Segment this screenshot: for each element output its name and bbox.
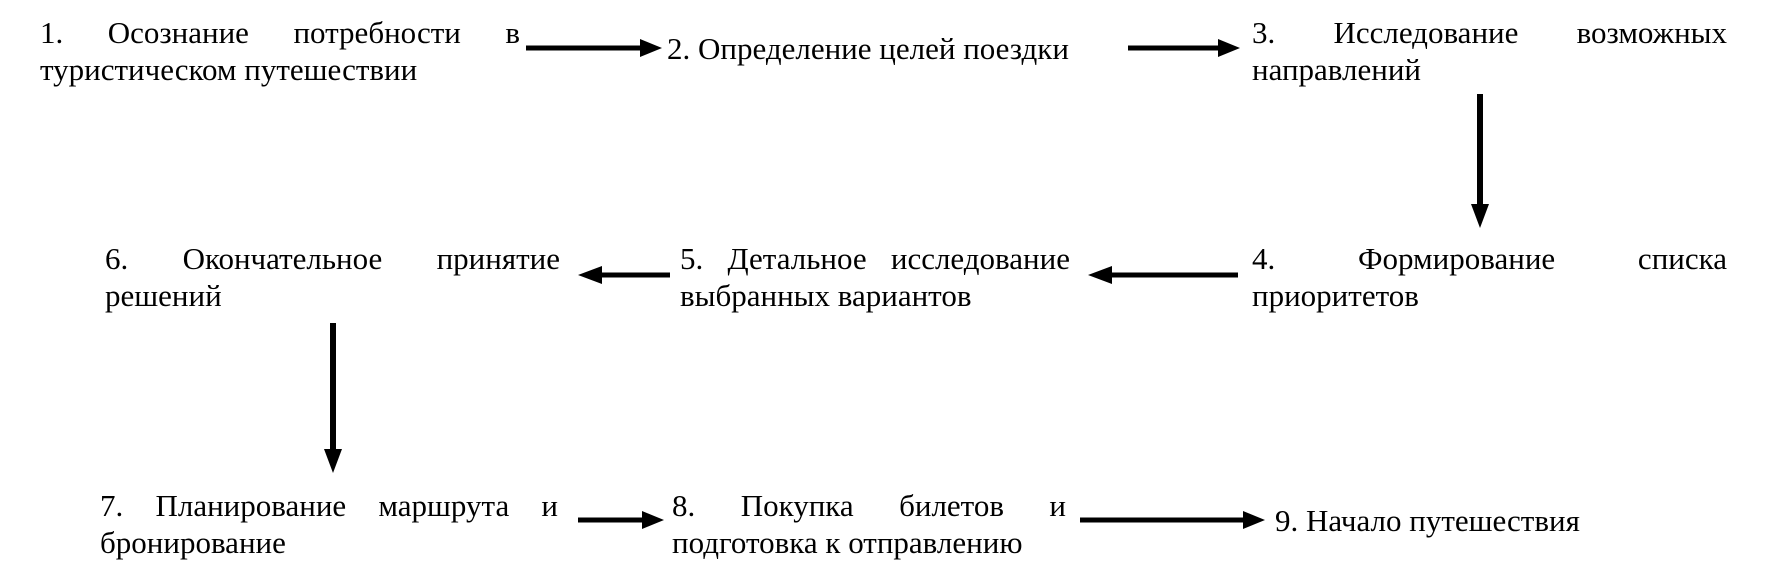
flow-step-5: 5. Детальное исследование выбранных вари… (680, 240, 1070, 314)
step-4-line-2: приоритетов (1252, 278, 1419, 313)
step-4-line-1: 4. Формирование списка (1252, 241, 1727, 276)
arrow-step8-to-step9-icon (1080, 511, 1265, 529)
arrow-step5-to-step6-icon (578, 266, 670, 284)
flow-step-6: 6. Окончательное принятие решений (105, 240, 560, 314)
step-2-line-1: 2. Определение целей поездки (667, 31, 1069, 66)
arrow-step7-to-step8-icon (578, 511, 664, 529)
arrow-step6-to-step7-icon (324, 323, 342, 473)
step-7-line-1: 7. Планирование маршрута и (100, 488, 558, 523)
step-5-line-2: выбранных вариантов (680, 278, 972, 313)
step-3-line-1: 3. Исследование возможных (1252, 15, 1727, 50)
flow-step-1: 1. Осознание потребности в туристическом… (40, 14, 520, 88)
flow-step-2: 2. Определение целей поездки (667, 30, 1069, 67)
step-7-line-2: бронирование (100, 525, 286, 560)
flow-step-9: 9. Начало путешествия (1275, 502, 1580, 539)
arrow-step4-to-step5-icon (1088, 266, 1238, 284)
step-8-line-2: подготовка к отправлению (672, 525, 1023, 560)
step-5-line-1: 5. Детальное исследование (680, 241, 1070, 276)
arrow-step2-to-step3-icon (1128, 39, 1240, 57)
arrow-step3-to-step4-icon (1471, 94, 1489, 228)
step-6-line-2: решений (105, 278, 222, 313)
flow-step-8: 8. Покупка билетов и подготовка к отправ… (672, 487, 1066, 561)
step-1-line-1: 1. Осознание потребности в (40, 15, 520, 50)
step-1-line-2: туристическом путешествии (40, 52, 418, 87)
flow-step-3: 3. Исследование возможных направлений (1252, 14, 1727, 88)
step-8-line-1: 8. Покупка билетов и (672, 488, 1066, 523)
step-9-line-1: 9. Начало путешествия (1275, 503, 1580, 538)
flow-step-7: 7. Планирование маршрута и бронирование (100, 487, 558, 561)
step-6-line-1: 6. Окончательное принятие (105, 241, 560, 276)
arrow-step1-to-step2-icon (526, 39, 662, 57)
flow-step-4: 4. Формирование списка приоритетов (1252, 240, 1727, 314)
step-3-line-2: направлений (1252, 52, 1422, 87)
